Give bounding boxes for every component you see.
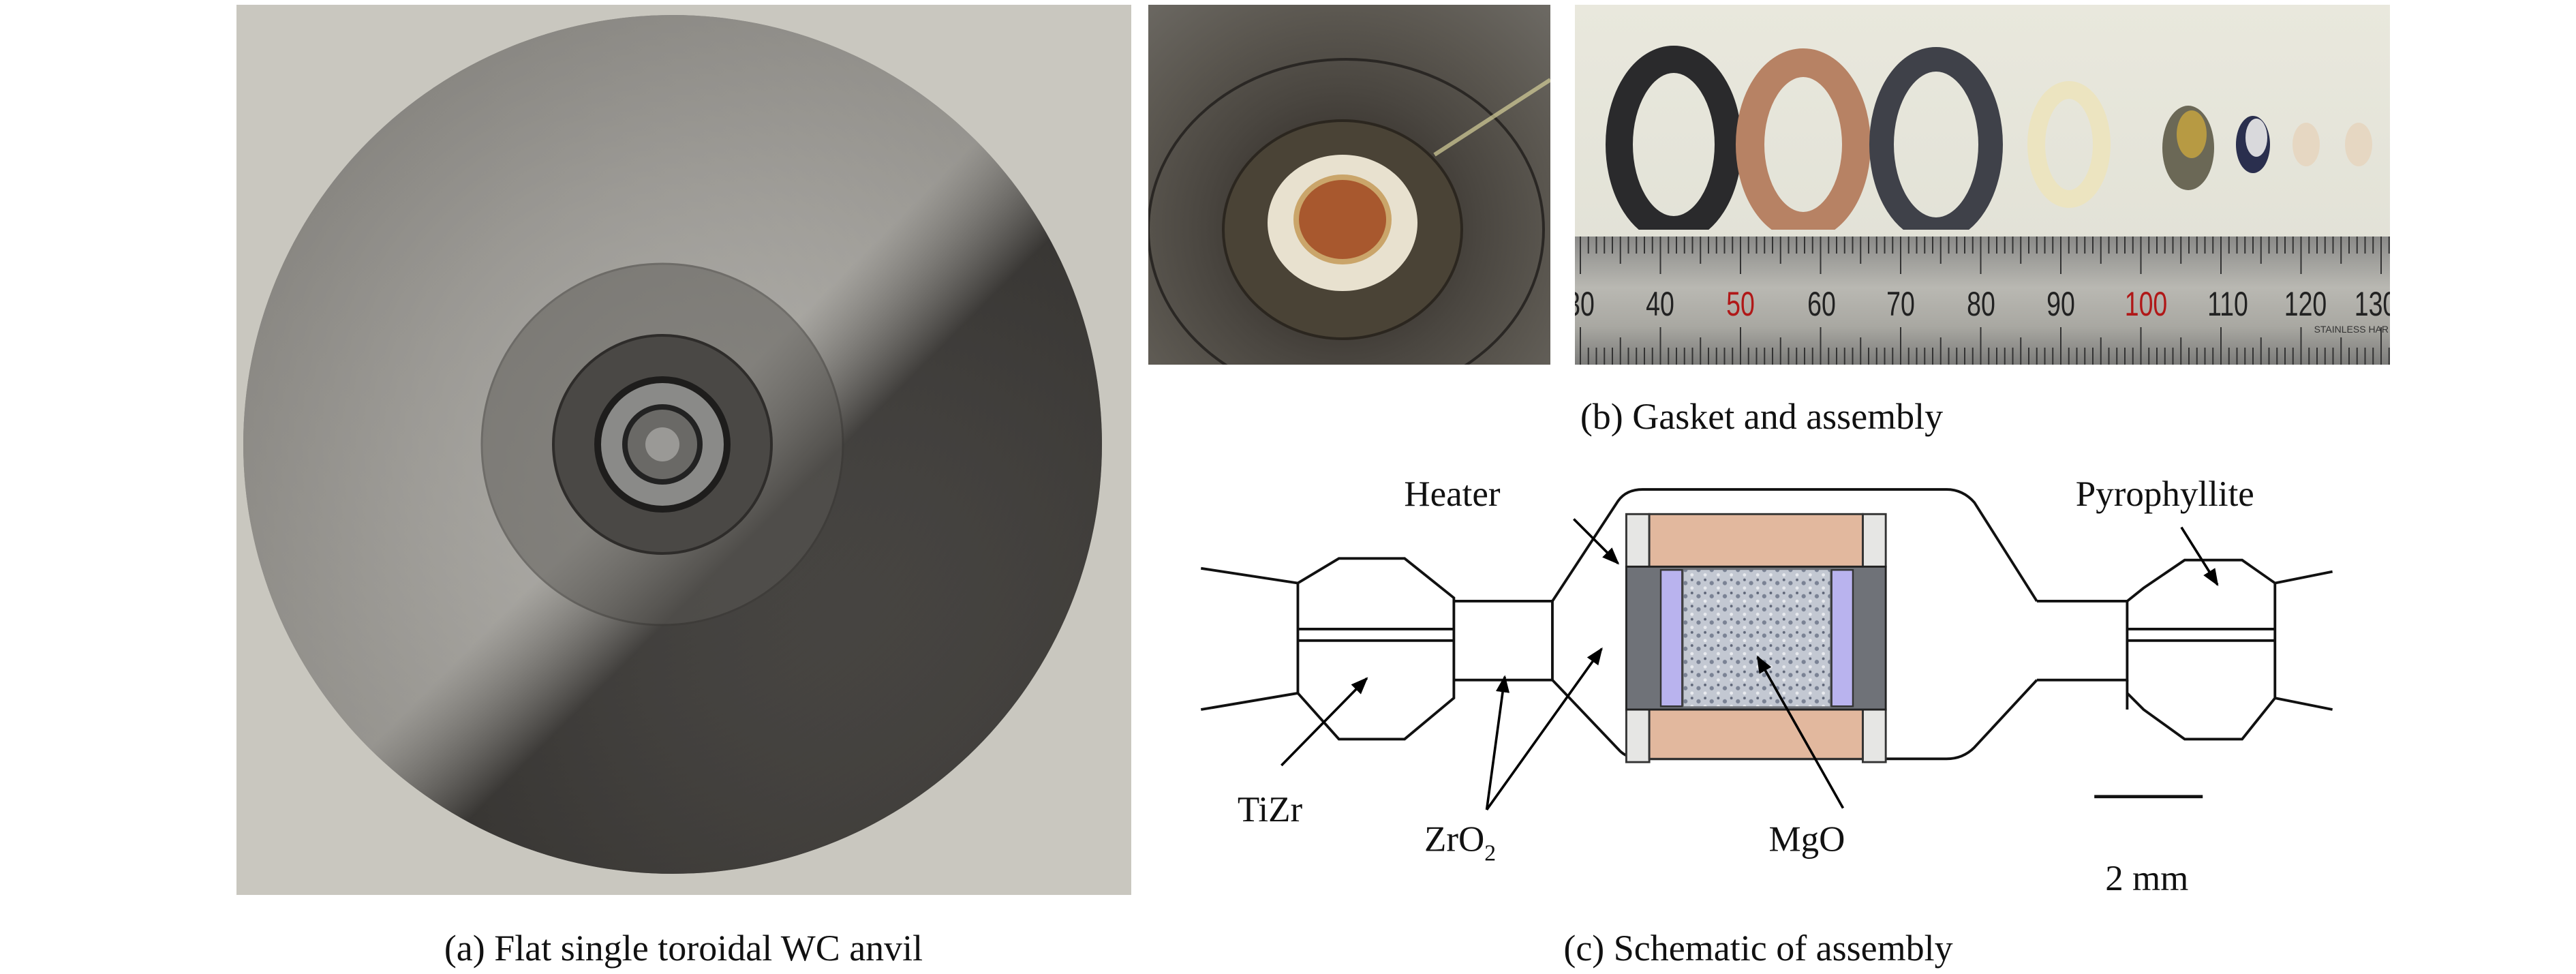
label-zro2-subscript: 2 bbox=[1484, 841, 1496, 866]
arrow-zro2-body bbox=[1486, 647, 1603, 811]
corner-piece bbox=[1625, 708, 1651, 763]
label-arrows bbox=[1281, 518, 2219, 811]
ruler-number: 90 bbox=[2046, 285, 2075, 323]
arrow-heater bbox=[1573, 518, 1620, 565]
ruler-number: 30 bbox=[1575, 285, 1595, 323]
corner-piece bbox=[1861, 708, 1887, 763]
arrow-pyrophyllite bbox=[2180, 526, 2219, 587]
ruler-number: 70 bbox=[1886, 285, 1915, 323]
anvil-photo bbox=[236, 5, 1131, 895]
corner-piece bbox=[1861, 513, 1887, 568]
ruler-number-red: 50 bbox=[1726, 285, 1755, 323]
assembly-parts bbox=[1606, 46, 2372, 230]
ruler-brand: STAINLESS HAR bbox=[2314, 324, 2389, 335]
ruler-number: 40 bbox=[1646, 285, 1674, 323]
heater-left bbox=[1659, 568, 1683, 707]
arrow-mgo bbox=[1756, 655, 1845, 809]
sample-center bbox=[1293, 174, 1392, 264]
bottom-spacer bbox=[1648, 708, 1864, 760]
label-mgo: MgO bbox=[1769, 819, 1845, 859]
ruler-number: 80 bbox=[1967, 285, 1995, 323]
top-spacer bbox=[1648, 513, 1864, 568]
gasket-photo bbox=[1148, 5, 1550, 365]
ruler-number-red: 100 bbox=[2124, 285, 2168, 323]
caption-a: (a) Flat single toroidal WC anvil bbox=[444, 928, 923, 969]
sample-cell bbox=[1625, 513, 1887, 763]
ruler: 30 40 50 60 70 80 90 100 110 120 130 STA… bbox=[1575, 237, 2390, 365]
scale-bar-label: 2 mm bbox=[2105, 859, 2188, 898]
label-pyrophyllite: Pyrophyllite bbox=[2076, 474, 2254, 514]
label-heater: Heater bbox=[1404, 474, 1501, 514]
arrow-zro2-neck bbox=[1485, 675, 1510, 810]
gasket-illustration bbox=[1148, 58, 1550, 365]
label-tizr: TiZr bbox=[1238, 790, 1303, 830]
ruler-ticks bbox=[1580, 237, 2390, 365]
ruler-number: 130 bbox=[2354, 285, 2390, 323]
label-zro2-main: ZrO bbox=[1424, 819, 1484, 859]
corner-piece bbox=[1625, 513, 1651, 568]
caption-c: (c) Schematic of assembly bbox=[1563, 928, 1953, 969]
ruler-number: 120 bbox=[2284, 285, 2327, 323]
assembly-parts-photo: 30 40 50 60 70 80 90 100 110 120 130 STA… bbox=[1575, 5, 2390, 365]
anvil-illustration bbox=[243, 15, 1102, 874]
ruler-number: 110 bbox=[2207, 285, 2248, 323]
heater-right bbox=[1830, 568, 1854, 707]
arrow-tizr bbox=[1281, 677, 1368, 767]
label-zro2: ZrO2 bbox=[1424, 819, 1496, 866]
ruler-number: 60 bbox=[1807, 285, 1836, 323]
mgo-sample bbox=[1683, 570, 1830, 707]
caption-b: (b) Gasket and assembly bbox=[1580, 396, 1944, 437]
